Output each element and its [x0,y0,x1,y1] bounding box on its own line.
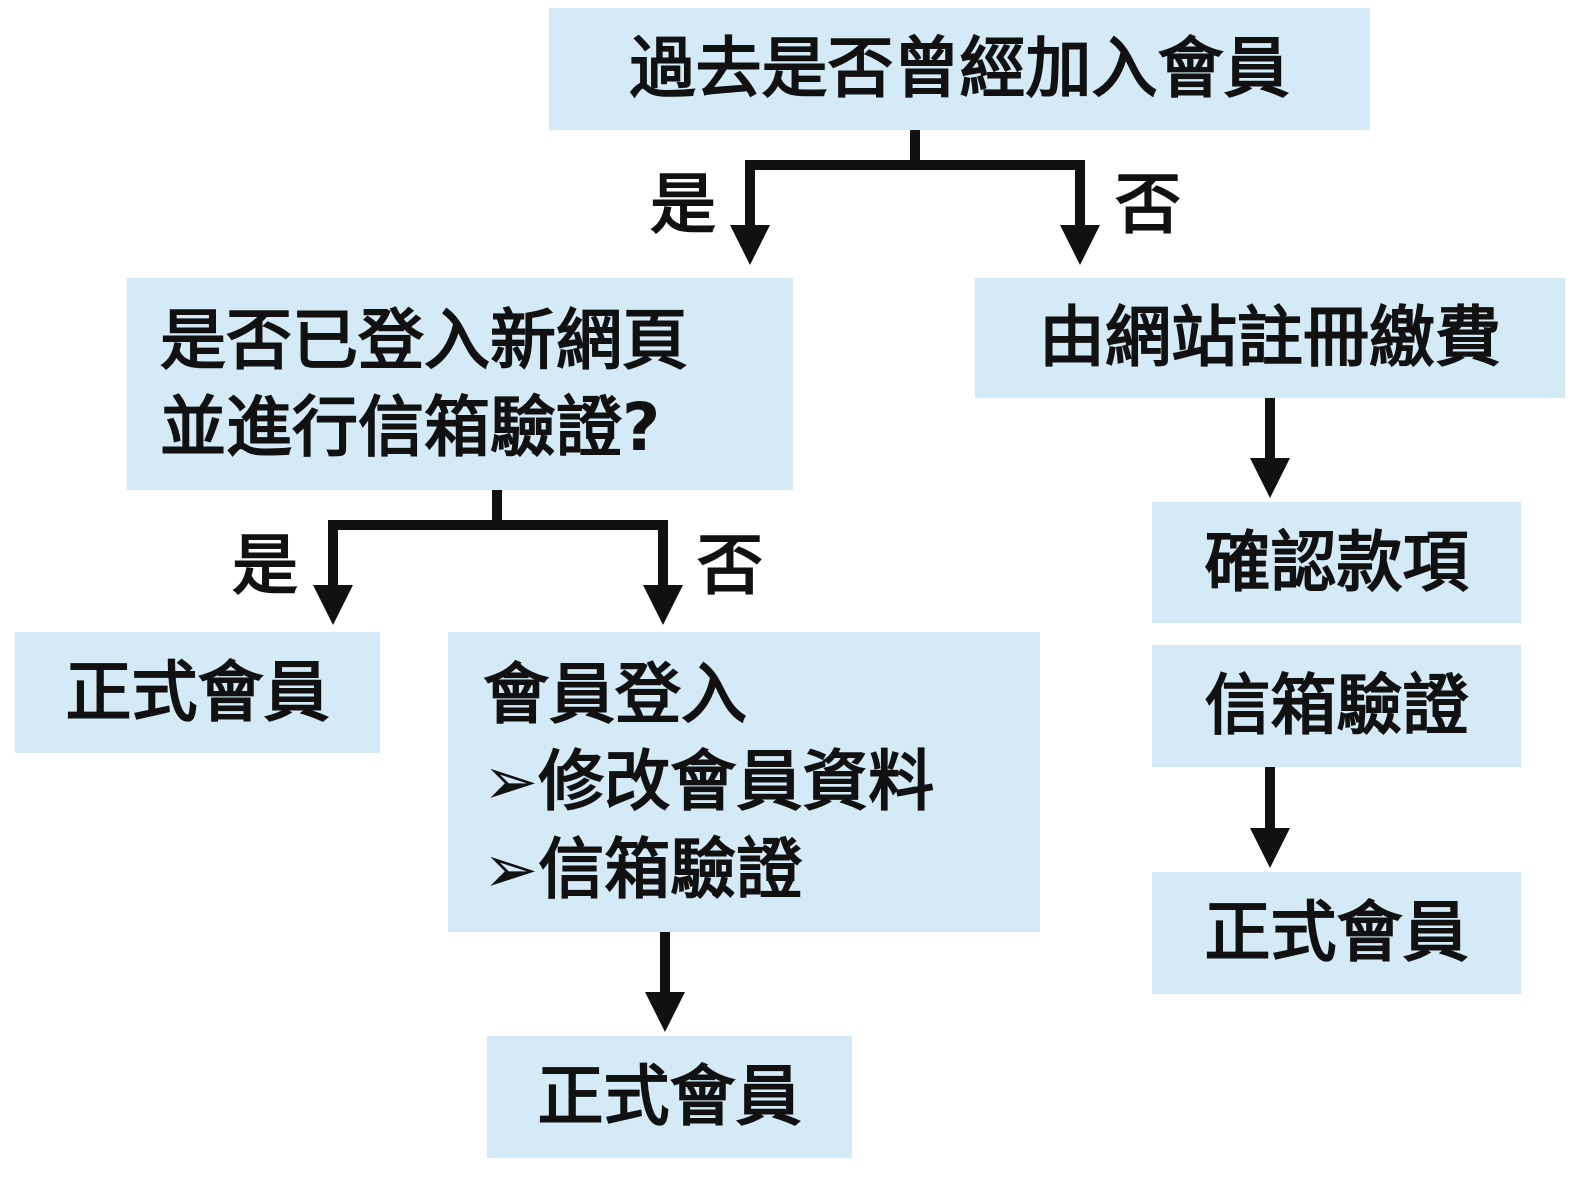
branch-label-check-no: 否 [697,527,763,604]
node-member-yes-text: 正式會員 [65,653,330,731]
node-member-login-line-3: ➢信箱驗證 [483,830,803,908]
node-member-login-result: 正式會員 [487,1036,852,1158]
node-register-result: 正式會員 [1152,872,1521,994]
node-check-new-page: 是否已登入新網頁 並進行信箱驗證? [127,278,793,490]
node-check-new-page-line-2: 並進行信箱驗證? [160,389,661,466]
node-register: 由網站註冊繳費 [975,278,1565,398]
node-root-text: 過去是否曾經加入會員 [629,30,1290,108]
node-member-yes: 正式會員 [15,632,380,753]
node-member-login: 會員登入 ➢修改會員資料 ➢信箱驗證 [448,632,1040,932]
node-confirm-payment: 確認款項 [1152,502,1521,623]
node-register-text: 由網站註冊繳費 [1039,299,1501,377]
node-confirm-payment-text: 確認款項 [1204,523,1469,601]
node-email-verify: 信箱驗證 [1152,645,1521,767]
node-member-login-line-2: ➢修改會員資料 [483,743,935,821]
branch-label-root-yes: 是 [650,166,716,243]
node-member-login-line-1: 會員登入 [483,656,747,734]
node-register-result-text: 正式會員 [1204,894,1469,972]
branch-label-root-no: 否 [1115,166,1181,243]
node-check-new-page-line-1: 是否已登入新網頁 [160,301,688,379]
node-email-verify-text: 信箱驗證 [1204,667,1469,745]
connector-root-split [750,130,1080,170]
node-root: 過去是否曾經加入會員 [549,8,1370,130]
connector-check-split [333,490,663,530]
branch-label-check-yes: 是 [232,527,298,604]
node-member-login-result-text: 正式會員 [537,1058,802,1136]
